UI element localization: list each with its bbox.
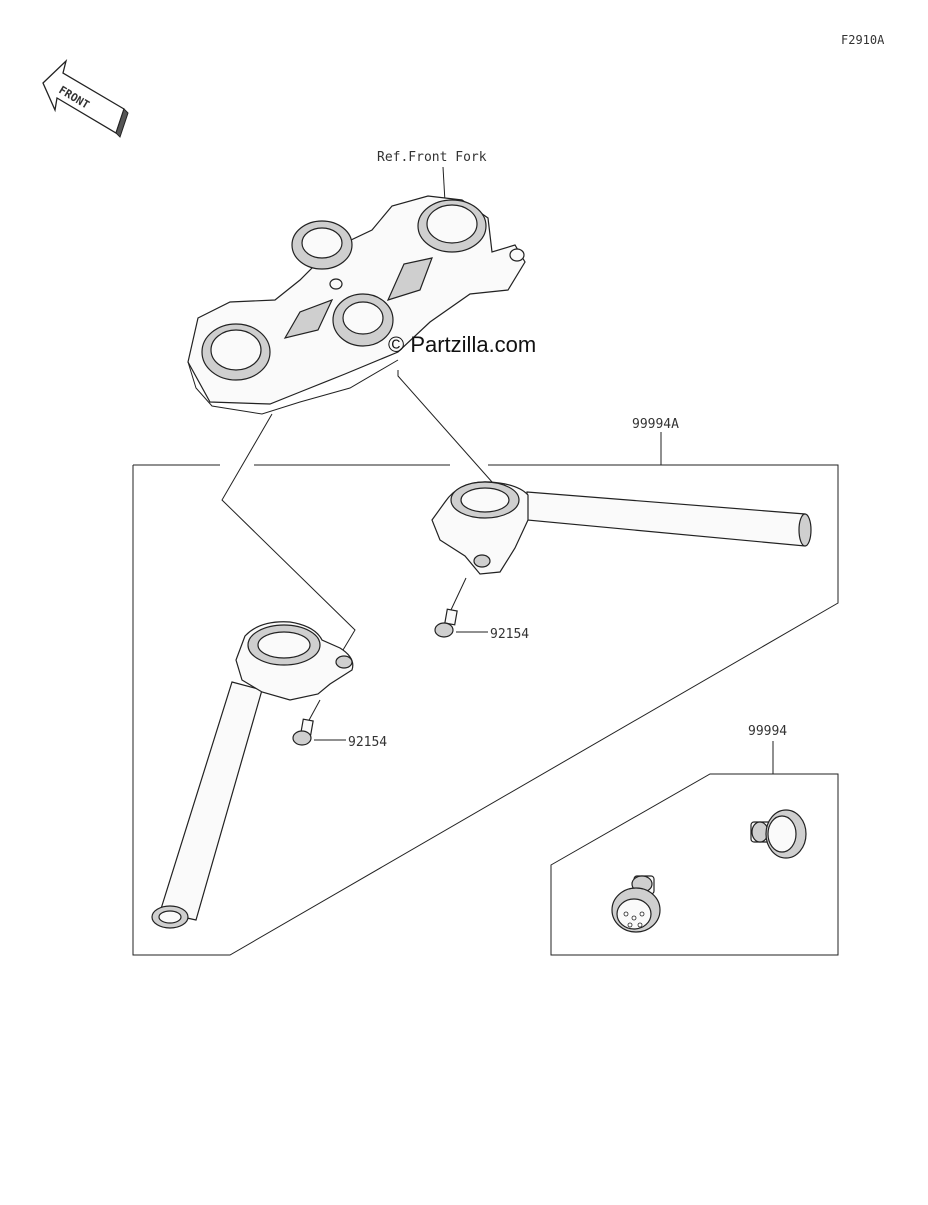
kit-b-outline — [550, 773, 839, 956]
bolt-92154-left — [292, 699, 321, 746]
callout-99994: 99994 — [748, 724, 787, 739]
front-arrow-icon: FRONT — [42, 58, 129, 138]
callout-99994A: 99994A — [632, 417, 679, 432]
right-clip-on-handlebar — [431, 481, 812, 575]
callout-92154-right: 92154 — [490, 627, 529, 642]
bar-end-weight — [750, 809, 807, 859]
left-clip-on-handlebar — [151, 621, 354, 929]
bolt-92154-right — [434, 577, 467, 638]
watermark: © Partzilla.com — [388, 332, 536, 357]
ref-front-fork-label: Ref.Front Fork — [377, 150, 487, 165]
upper-triple-clamp — [187, 195, 526, 415]
diagram-code: F2910A — [841, 33, 885, 47]
kit-a-outline — [132, 464, 839, 956]
bar-end-cap — [611, 875, 661, 933]
callout-92154-left: 92154 — [348, 735, 387, 750]
